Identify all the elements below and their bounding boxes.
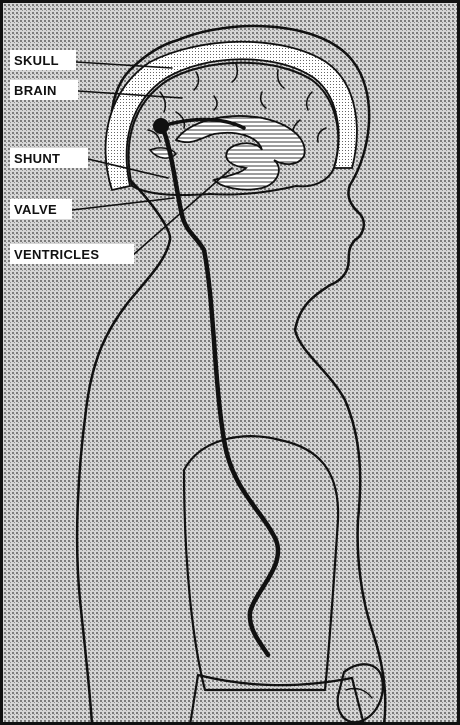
label-valve: VALVE — [14, 202, 57, 217]
label-skull: SKULL — [14, 53, 59, 68]
valve — [153, 118, 169, 134]
label-shunt: SHUNT — [14, 151, 60, 166]
label-brain: BRAIN — [14, 83, 57, 98]
label-ventricles: VENTRICLES — [14, 247, 99, 262]
